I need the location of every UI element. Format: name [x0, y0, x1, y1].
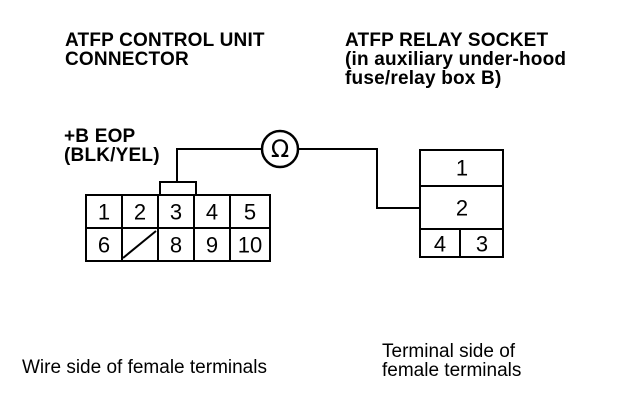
left-terminal-10: 10 [238, 233, 262, 258]
left-connector [85, 194, 271, 262]
left-terminal-1: 1 [98, 200, 110, 225]
right-header-line1: ATFP RELAY SOCKET [345, 30, 549, 51]
left-terminal-8: 8 [170, 233, 182, 258]
right-header-line2: (in auxiliary under-hood [345, 49, 567, 70]
left-terminal-2: 2 [134, 200, 146, 225]
terminal-3-notch [159, 181, 197, 195]
wire-label: +B EOP (BLK/YEL) [64, 127, 160, 165]
wire-color-label: (BLK/YEL) [64, 145, 160, 166]
relay-terminal-3: 3 [476, 232, 488, 257]
relay-terminal-1: 1 [456, 156, 468, 181]
relay-terminal-2: 2 [456, 196, 468, 221]
left-header-line1: ATFP CONTROL UNIT [65, 30, 265, 51]
wire-terminal-label: +B EOP [64, 126, 136, 147]
ohm-symbol: Ω [271, 135, 289, 163]
left-terminal-3: 3 [170, 200, 182, 225]
right-header: ATFP RELAY SOCKET (in auxiliary under-ho… [345, 31, 566, 88]
test-lead-right [298, 148, 420, 209]
left-terminal-6: 6 [98, 233, 110, 258]
right-connector [419, 149, 504, 258]
right-caption: Terminal side of female terminals [382, 342, 521, 380]
right-caption-line1: Terminal side of [382, 341, 516, 362]
test-lead-left [176, 148, 262, 183]
left-header: ATFP CONTROL UNIT CONNECTOR [65, 31, 265, 69]
left-header-line2: CONNECTOR [65, 49, 189, 70]
left-terminal-5: 5 [244, 200, 256, 225]
right-caption-line2: female terminals [382, 360, 522, 381]
empty-cavity-slash [122, 230, 157, 259]
left-terminal-9: 9 [206, 233, 218, 258]
left-terminal-4: 4 [206, 200, 218, 225]
relay-terminal-4: 4 [434, 232, 446, 257]
left-caption: Wire side of female terminals [22, 357, 267, 378]
right-header-line3: fuse/relay box B) [345, 68, 502, 89]
